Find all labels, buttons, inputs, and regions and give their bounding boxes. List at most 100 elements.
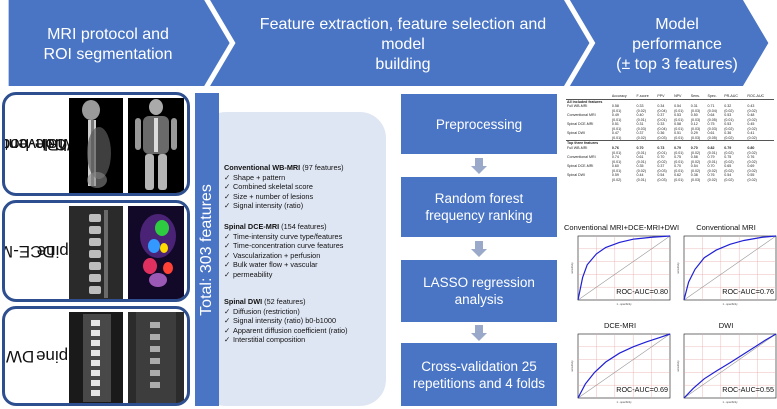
roc-auc-label: ROC-AUC=0.55 bbox=[722, 385, 774, 394]
table-cell: (0.01) bbox=[611, 108, 622, 113]
table-cell: 0.79 bbox=[674, 146, 682, 151]
table-row: (0.01)(0.03)(0.04)(0.01)(0.03)(0.03)(0.0… bbox=[566, 127, 774, 132]
table-cell: (0.01) bbox=[674, 150, 684, 155]
table-cell: (0.04) bbox=[707, 108, 717, 113]
roc-xlabel: 1 - specificity bbox=[617, 302, 633, 306]
pipeline-step-label-line1: LASSO regression bbox=[423, 275, 535, 290]
feature-section-title: Conventional WB-MRI (97 features) bbox=[224, 163, 344, 173]
table-cell: 0.54 bbox=[674, 104, 682, 109]
pipeline-step-lasso: LASSO regression analysis bbox=[401, 260, 557, 322]
header-step-2: Feature extraction, feature selection an… bbox=[240, 14, 566, 76]
table-cell: 0.75 bbox=[674, 155, 682, 160]
table-cell: 0.32 bbox=[724, 104, 732, 109]
table-cell: 0.69 bbox=[747, 164, 755, 169]
table-cell: 0.45 bbox=[747, 122, 755, 127]
table-cell: 0.70 bbox=[657, 155, 665, 160]
feature-item-continuation: permeability bbox=[224, 270, 343, 280]
table-cell: (0.01) bbox=[611, 117, 622, 122]
header-step-2-arrow bbox=[210, 0, 590, 87]
table-cell: 0.43 bbox=[747, 104, 755, 109]
table-cell: 0.12 bbox=[690, 122, 698, 127]
panel-label: DCE-MRI Spine bbox=[5, 203, 80, 299]
table-cell: 0.54 bbox=[657, 173, 665, 178]
table-cell: 0.58 bbox=[611, 104, 619, 109]
table-cell: 0.80 bbox=[747, 146, 755, 151]
table-cell: 0.64 bbox=[707, 113, 715, 118]
table-col-header: F-score bbox=[635, 94, 657, 100]
table-cell: (0.02) bbox=[636, 168, 646, 173]
table-cell: 0.33 bbox=[636, 104, 644, 109]
table-cell: (0.05) bbox=[707, 117, 717, 122]
feature-section-name: Spinal DWI bbox=[224, 297, 263, 306]
table-row: (0.01)(0.01)(0.02)(0.01)(0.02)(0.01)(0.0… bbox=[566, 160, 774, 165]
table-cell: 0.53 bbox=[674, 113, 682, 118]
table-cell: (0.02) bbox=[724, 159, 734, 164]
table-cell: 0.51 bbox=[611, 122, 619, 127]
table-cell: (0.02) bbox=[657, 159, 667, 164]
table-cell: 0.48 bbox=[747, 113, 755, 118]
table-cell: (0.03) bbox=[657, 177, 667, 182]
pipeline-step-label-line1: Random forest bbox=[434, 191, 524, 206]
panel-label: Conventional Whole-body MRI bbox=[5, 95, 83, 193]
table-col-header: Accuracy bbox=[610, 94, 636, 100]
roc-curve bbox=[577, 235, 671, 301]
table-cell: (0.03) bbox=[690, 126, 701, 131]
roc-title: DWI bbox=[718, 321, 734, 330]
table-cell: (0.02) bbox=[636, 108, 646, 113]
feature-item: Signal intensity (ratio) bbox=[224, 201, 344, 211]
table-cell: 0.76 bbox=[707, 173, 715, 178]
table-cell: 0.41 bbox=[747, 131, 755, 136]
feature-list: Time-intensity curve type/features Time-… bbox=[224, 232, 343, 280]
table-cell: (0.01) bbox=[674, 159, 684, 164]
performance-table: Accuracy F-score PPV NPV Sens. Spec. PR-… bbox=[566, 94, 774, 182]
table-cell: (0.02) bbox=[724, 108, 734, 113]
table-cell: 0.55 bbox=[747, 173, 755, 178]
feature-section-count: (154 features) bbox=[279, 222, 327, 231]
table-cell: (0.02) bbox=[690, 159, 701, 164]
feature-item: Apparent diffusion coefficient (ratio) bbox=[224, 326, 348, 336]
table-cell: 0.65 bbox=[724, 164, 732, 169]
feature-item: Diffusion (restriction) bbox=[224, 307, 348, 317]
table-cell: (0.02) bbox=[747, 168, 757, 173]
total-features-bar bbox=[195, 93, 219, 406]
feature-section-dwi: Spinal DWI (52 features) Diffusion (rest… bbox=[224, 297, 348, 345]
header-step-1-line2: ROI segmentation bbox=[43, 46, 173, 63]
roc-chance-line bbox=[683, 235, 777, 301]
table-cell: (0.01) bbox=[611, 168, 622, 173]
table-cell: (0.02) bbox=[724, 168, 734, 173]
table-cell: 0.61 bbox=[707, 131, 715, 136]
table-row-name: Conventional MRI bbox=[567, 113, 596, 118]
pipeline-step-label-line2: repetitions and 4 folds bbox=[412, 375, 546, 391]
table-cell: 0.59 bbox=[611, 173, 619, 178]
table-cell: (0.01) bbox=[611, 150, 622, 155]
table-cell: (0.01) bbox=[674, 108, 684, 113]
table-cell: (0.02) bbox=[611, 177, 622, 182]
table-cell: 0.79 bbox=[707, 155, 715, 160]
table-cell: (0.02) bbox=[747, 135, 757, 140]
table-cell: 0.51 bbox=[674, 131, 682, 136]
feature-item: Bulk water flow + vascular bbox=[224, 260, 343, 270]
table-cell: 0.53 bbox=[724, 122, 732, 127]
panel-label-line1: DWI bbox=[2, 347, 35, 366]
table-cell: 0.29 bbox=[690, 131, 698, 136]
roc-auc-label: ROC-AUC=0.69 bbox=[616, 385, 668, 394]
table-cell: (0.02) bbox=[636, 135, 646, 140]
table-cell: (0.03) bbox=[690, 135, 701, 140]
table-row: (0.01)(0.01)(0.01)(0.01)(0.02)(0.01)(0.0… bbox=[566, 151, 774, 156]
table-cell: 0.37 bbox=[636, 131, 644, 136]
table-cell: (0.02) bbox=[747, 117, 757, 122]
roc-chance-line bbox=[577, 333, 671, 399]
feature-item: Signal intensity (ratio) b0-b1000 bbox=[224, 316, 348, 326]
pipeline-step-label-line2: frequency ranking bbox=[425, 208, 533, 223]
table-cell: (0.01) bbox=[674, 126, 684, 131]
feature-section-title: Spinal DWI (52 features) bbox=[224, 297, 348, 307]
feature-item: Time-intensity curve type/features bbox=[224, 232, 343, 242]
table-row-name: Spinal DWI bbox=[567, 131, 585, 136]
dwi-b1000-image bbox=[128, 312, 184, 403]
feature-list: Diffusion (restriction) Signal intensity… bbox=[224, 307, 348, 345]
panel-label-text: Conventional Whole-body MRI bbox=[5, 95, 83, 193]
table-cell: 0.49 bbox=[611, 113, 619, 118]
table-row: (0.01)(0.01)(0.01)(0.01)(0.03)(0.05)(0.0… bbox=[566, 118, 774, 123]
